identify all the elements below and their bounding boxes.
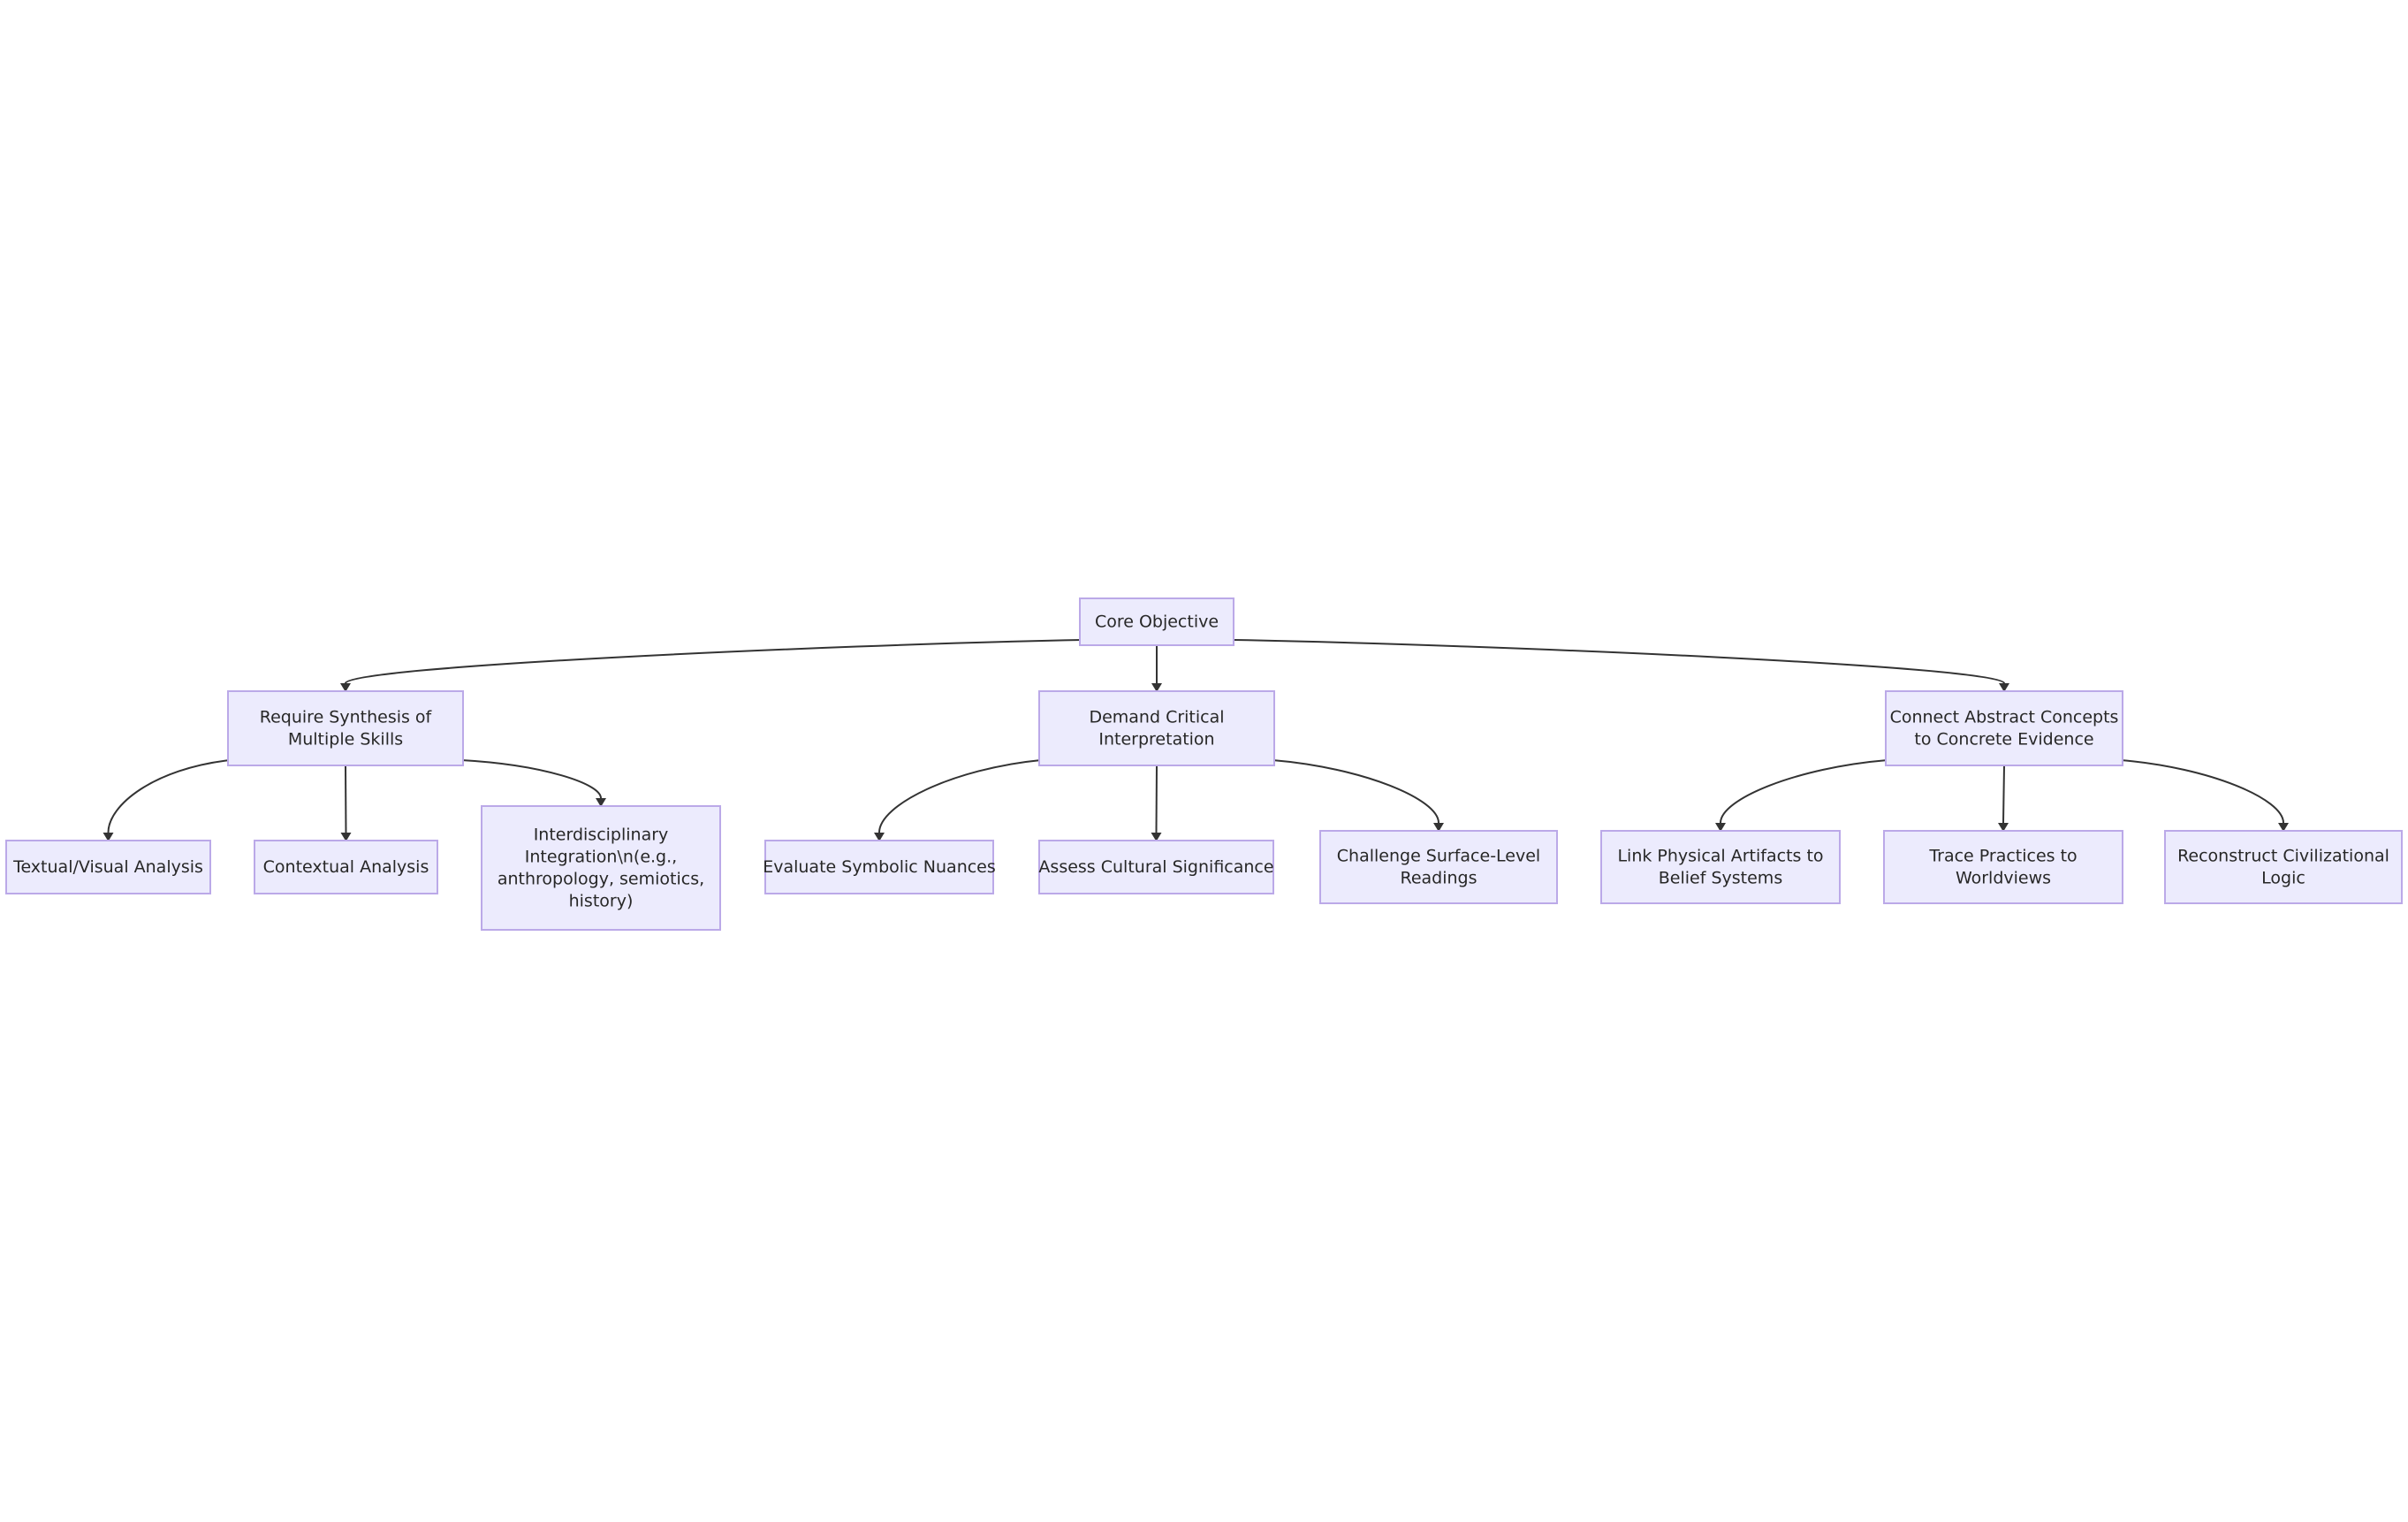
- edge-core-to-connect: [1231, 639, 2005, 684]
- node-contextual[interactable]: Contextual Analysis: [254, 840, 438, 894]
- edge-critical-to-surface: [1272, 759, 1439, 824]
- node-label-symbolic: Evaluate Symbolic Nuances: [763, 857, 996, 877]
- node-box-critical: [1038, 690, 1275, 766]
- arrowhead-connect-to-artifacts: [1715, 823, 1726, 832]
- arrowhead-critical-to-cultural: [1151, 833, 1162, 841]
- node-textual[interactable]: Textual/Visual Analysis: [5, 840, 211, 894]
- node-box-civilizational: [2164, 830, 2403, 904]
- arrowhead-connect-to-practices: [1998, 823, 2009, 832]
- node-label-cultural: Assess Cultural Significance: [1038, 857, 1273, 877]
- edge-critical-to-cultural: [1155, 765, 1158, 833]
- node-box-connect: [1885, 690, 2123, 766]
- node-box-cultural: [1038, 840, 1274, 894]
- arrowhead-core-to-synthesis: [340, 683, 351, 692]
- arrowhead-core-to-critical: [1151, 683, 1162, 692]
- edge-core-to-synthesis: [345, 639, 1082, 684]
- node-symbolic[interactable]: Evaluate Symbolic Nuances: [763, 840, 996, 894]
- node-box-textual: [5, 840, 211, 894]
- node-box-artifacts: [1600, 830, 1841, 904]
- edge-synthesis-to-textual: [107, 759, 231, 833]
- node-box-surface: [1319, 830, 1558, 904]
- node-box-symbolic: [764, 840, 994, 894]
- node-label-contextual: Contextual Analysis: [263, 857, 429, 877]
- arrowhead-critical-to-surface: [1433, 823, 1444, 832]
- arrowhead-synthesis-to-textual: [103, 833, 114, 841]
- node-cultural[interactable]: Assess Cultural Significance: [1038, 840, 1274, 894]
- node-core[interactable]: Core Objective: [1079, 597, 1234, 646]
- arrowhead-synthesis-to-contextual: [340, 833, 352, 841]
- arrowhead-core-to-connect: [1999, 683, 2009, 692]
- arrowhead-critical-to-symbolic: [874, 833, 885, 841]
- arrowhead-connect-to-civilizational: [2278, 823, 2289, 832]
- node-box-contextual: [254, 840, 438, 894]
- edges-layer: [103, 639, 2289, 841]
- node-label-core: Core Objective: [1095, 612, 1219, 631]
- node-box-practices: [1883, 830, 2123, 904]
- edge-connect-to-practices: [2002, 765, 2005, 824]
- node-label-textual: Textual/Visual Analysis: [12, 857, 203, 877]
- edge-connect-to-artifacts: [1720, 759, 1888, 824]
- node-box-synthesis: [227, 690, 464, 766]
- node-box-interdisciplinary: [481, 805, 721, 931]
- edge-connect-to-civilizational: [2120, 759, 2284, 824]
- edge-synthesis-to-interdisciplinary: [460, 759, 602, 799]
- node-box-core: [1079, 597, 1234, 646]
- edge-critical-to-symbolic: [878, 759, 1042, 833]
- arrowhead-synthesis-to-interdisciplinary: [596, 798, 606, 807]
